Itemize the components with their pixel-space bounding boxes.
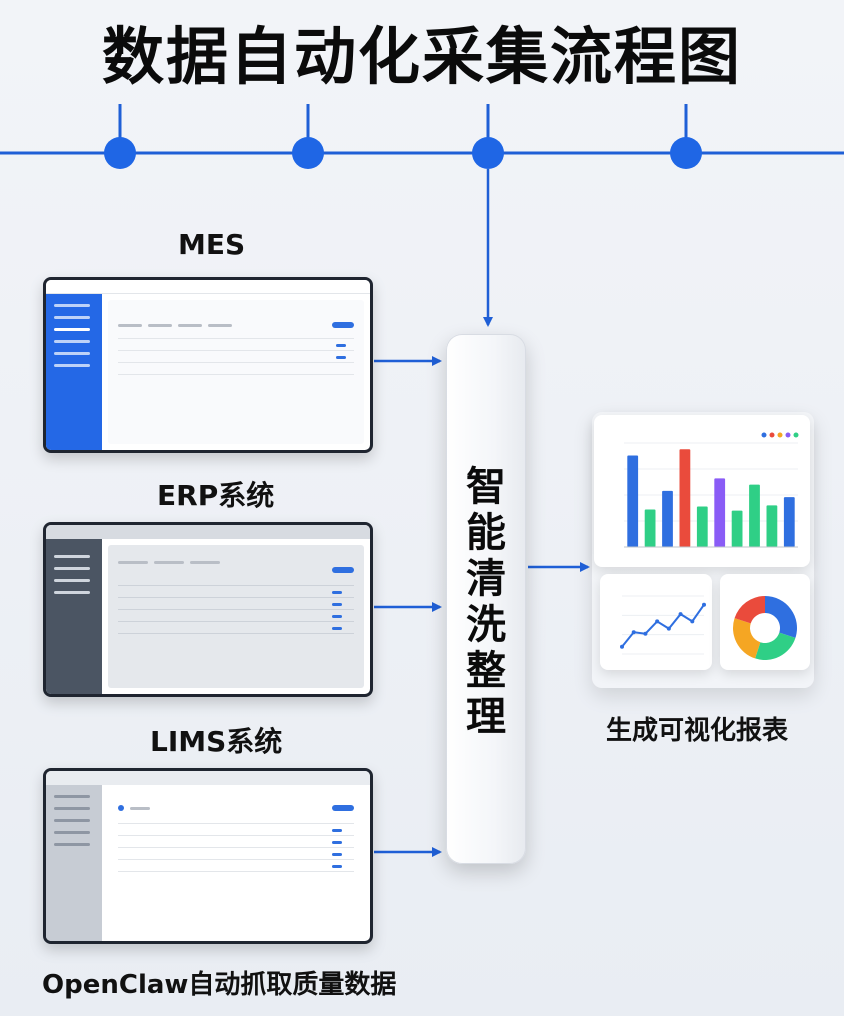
- clean-label-char: 理: [466, 694, 506, 740]
- timeline-node-1: [104, 137, 136, 169]
- pie-chart: [733, 596, 797, 660]
- data-point: [702, 602, 706, 607]
- footer-label: OpenClaw自动抓取质量数据: [42, 970, 397, 1000]
- clean-process-label: 智能清洗整理: [446, 464, 526, 740]
- bar: [644, 509, 656, 547]
- erp-screenshot: [43, 522, 373, 697]
- timeline-node-4: [670, 137, 702, 169]
- line-chart: [620, 595, 706, 655]
- bar: [749, 484, 760, 547]
- clean-process-box: 智能清洗整理: [446, 334, 526, 864]
- data-point: [631, 630, 636, 635]
- bar: [783, 497, 795, 547]
- bar-chart: [624, 432, 799, 548]
- page-title: 数据自动化采集流程图: [101, 20, 742, 93]
- report-line-panel: [600, 574, 712, 670]
- data-point: [666, 626, 671, 631]
- pie-slice: [733, 618, 761, 659]
- legend-dot: [793, 432, 799, 438]
- bar: [766, 505, 778, 547]
- output-label: 生成可视化报表: [606, 716, 789, 746]
- bar: [627, 455, 639, 547]
- label-lims: LIMS系统: [150, 725, 283, 758]
- clean-label-char: 智: [466, 464, 506, 510]
- report-bar-panel: [594, 415, 810, 567]
- pie-slice: [734, 596, 765, 624]
- bar: [662, 490, 673, 547]
- pie-slice: [765, 596, 797, 638]
- pie-slice: [755, 632, 796, 660]
- report-pie-panel: [720, 574, 810, 670]
- clean-label-char: 清: [466, 556, 506, 602]
- data-point: [643, 631, 648, 636]
- label-erp: ERP系统: [157, 479, 275, 512]
- clean-label-char: 整: [466, 648, 506, 694]
- data-point: [620, 644, 624, 649]
- bar: [714, 478, 726, 547]
- bar: [731, 510, 743, 547]
- timeline-node-2: [292, 137, 324, 169]
- legend-dot: [777, 432, 783, 438]
- data-point: [655, 619, 660, 624]
- timeline-node-3: [472, 137, 504, 169]
- data-point: [678, 612, 683, 617]
- clean-label-char: 能: [466, 510, 506, 556]
- clean-label-char: 洗: [466, 602, 506, 648]
- data-point: [690, 619, 695, 624]
- label-mes: MES: [178, 228, 246, 261]
- legend-dot: [785, 432, 791, 438]
- legend-dot: [769, 432, 775, 438]
- series-line: [621, 604, 705, 648]
- bar: [679, 449, 691, 547]
- lims-screenshot: [43, 768, 373, 944]
- bar: [696, 506, 708, 547]
- mes-screenshot: [43, 277, 373, 453]
- legend-dot: [761, 432, 767, 438]
